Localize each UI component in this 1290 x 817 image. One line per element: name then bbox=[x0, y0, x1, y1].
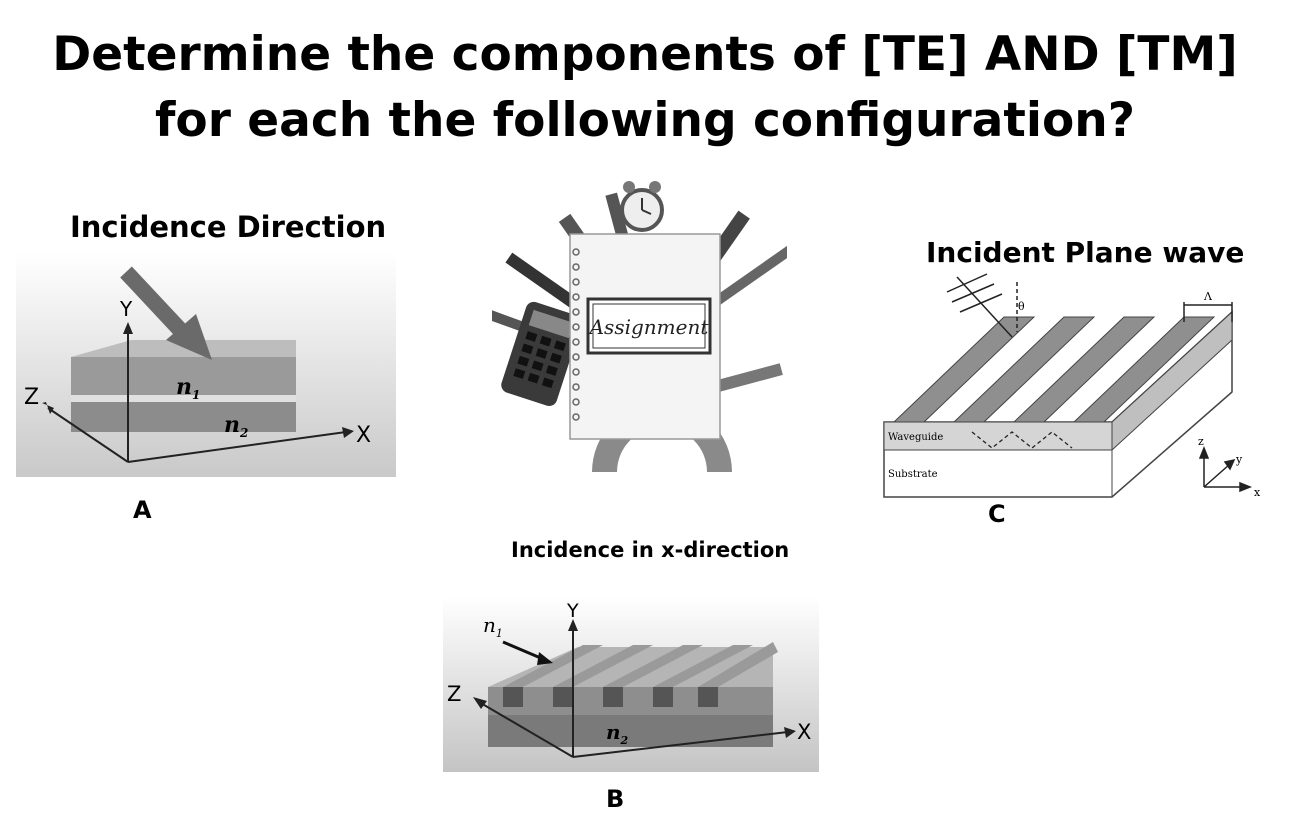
fig-a-axis-x-line bbox=[127, 431, 347, 463]
fig-c-axes bbox=[1198, 445, 1253, 493]
fig-a-axis-z-arrow bbox=[42, 402, 54, 414]
fig-a-diagram: Y X Z n1 n2 bbox=[16, 252, 396, 477]
title-line-1: Determine the components of [TE] AND [TM… bbox=[52, 27, 1238, 82]
fig-a-heading: Incidence Direction bbox=[70, 210, 387, 244]
fig-b-axis-z-label: Z bbox=[447, 682, 461, 706]
fig-b-axis-x-label: X bbox=[797, 720, 811, 744]
title-line-2: for each the following configuration? bbox=[154, 93, 1135, 148]
fig-c-waveguide-label: Waveguide bbox=[888, 432, 943, 443]
fig-a-axis-z-line bbox=[47, 407, 129, 463]
fig-c-heading: Incident Plane wave bbox=[926, 236, 1245, 269]
fig-b-axis-y-arrow bbox=[568, 619, 578, 631]
fig-a-incidence-arrow-shaft bbox=[120, 266, 190, 340]
alarm-clock-icon bbox=[620, 181, 664, 232]
fig-c-waveguide-side bbox=[1111, 310, 1233, 452]
fig-b-axis-y-label: Y bbox=[566, 600, 579, 622]
fig-b-layer2-label: n2 bbox=[606, 720, 629, 747]
fig-a-axis-y-arrow bbox=[123, 322, 133, 334]
note-label-frame bbox=[586, 297, 712, 355]
fig-a-axis-y-label: Y bbox=[119, 297, 133, 321]
fig-b-grating-ridges bbox=[503, 642, 778, 707]
assignment-illustration: Assignment bbox=[492, 181, 787, 472]
fig-c-axis-x-label: x bbox=[1254, 486, 1261, 499]
fig-b-slab-top bbox=[488, 647, 773, 687]
fig-c-axis-y-label: y bbox=[1235, 453, 1243, 466]
fig-b-axis-x-line bbox=[572, 731, 789, 758]
fig-b-axis-z-line bbox=[478, 701, 574, 758]
fig-a-axis-z-label: Z bbox=[24, 385, 39, 410]
fig-c-period-label: Λ bbox=[1203, 290, 1213, 303]
fig-a-axis-x-arrow bbox=[342, 427, 354, 438]
fig-a-axis-x-label: X bbox=[356, 423, 371, 448]
fig-b-n1-pointer-head bbox=[537, 652, 553, 665]
fig-c-guided-rays bbox=[971, 431, 1073, 449]
fig-b-axis-x-arrow bbox=[784, 727, 796, 738]
fig-b-diagram: Y X Z n1 n2 bbox=[443, 597, 819, 772]
fig-c-substrate-label: Substrate bbox=[888, 469, 938, 480]
fig-a-layer1-label: n1 bbox=[176, 374, 200, 402]
fig-c-caption: C bbox=[988, 500, 1006, 528]
fig-b-heading: Incidence in x-direction bbox=[511, 538, 790, 562]
fig-c-angle-label: θ bbox=[1018, 300, 1025, 313]
fig-a-incidence-arrow-head bbox=[166, 314, 212, 360]
fig-c-diagram: θ Λ Waveguide Substrate z y x bbox=[883, 273, 1261, 499]
fig-b-slab-bottom bbox=[488, 715, 773, 747]
fig-a-layer2-label: n2 bbox=[224, 412, 248, 440]
fig-b-slab-front bbox=[488, 687, 773, 715]
note-label-text: Assignment bbox=[588, 315, 710, 339]
fig-c-axis-z-label: z bbox=[1198, 435, 1204, 448]
notebook: Assignment bbox=[569, 233, 721, 440]
fig-a-caption: A bbox=[133, 496, 152, 524]
fig-b-n1-pointer bbox=[502, 640, 544, 661]
fig-b-caption: B bbox=[606, 785, 625, 813]
fig-a-layer2-side bbox=[71, 402, 296, 432]
notebook-spiral bbox=[572, 248, 580, 421]
fig-c-period-marker bbox=[1183, 302, 1233, 322]
fig-b-axis-z-arrow bbox=[473, 697, 487, 709]
calculator-icon bbox=[501, 301, 582, 406]
fig-c-incident-wave bbox=[946, 273, 1018, 338]
fig-b-layer1-label: n1 bbox=[483, 613, 503, 640]
fig-c-grating-ridges bbox=[892, 316, 1216, 423]
